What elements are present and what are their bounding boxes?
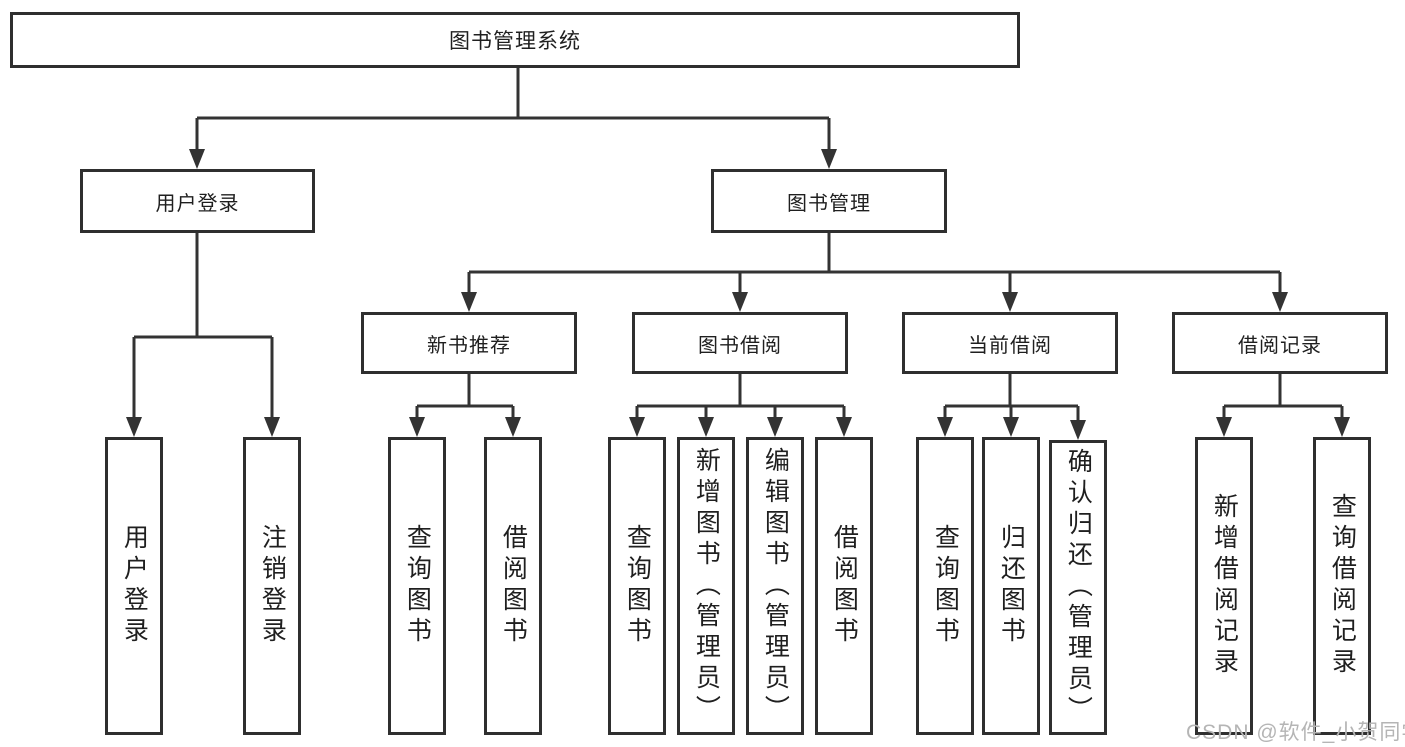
node-new-book-recommend: 新书推荐 [361, 312, 577, 374]
node-book-management: 图书管理 [711, 169, 947, 233]
leaf-current-confirm-return-admin: 确认归还（管理员） [1049, 440, 1107, 735]
leaf-current-return-books: 归还图书 [982, 437, 1040, 735]
arrowheads [126, 149, 1350, 440]
leaf-logout: 注销登录 [243, 437, 301, 735]
leaf-newbook-query-books: 查询图书 [388, 437, 446, 735]
leaf-records-add-record: 新增借阅记录 [1195, 437, 1253, 735]
csdn-watermark: CSDN @软件_小贺同学 [1186, 721, 1405, 744]
leaf-user-login: 用户登录 [105, 437, 163, 735]
leaf-borrow-add-books-admin: 新增图书（管理员） [677, 437, 735, 735]
leaf-borrow-edit-books-admin: 编辑图书（管理员） [746, 437, 804, 735]
node-book-borrow: 图书借阅 [632, 312, 848, 374]
node-current-borrow: 当前借阅 [902, 312, 1118, 374]
leaf-current-query-books: 查询图书 [916, 437, 974, 735]
leaf-newbook-borrow-books: 借阅图书 [484, 437, 542, 735]
node-user-login: 用户登录 [80, 169, 315, 233]
leaf-records-query-record: 查询借阅记录 [1313, 437, 1371, 735]
connector-spines [132, 66, 1344, 424]
leaf-borrow-query-books: 查询图书 [608, 437, 666, 735]
node-root-system: 图书管理系统 [10, 12, 1020, 68]
node-borrow-records: 借阅记录 [1172, 312, 1388, 374]
leaf-borrow-borrow-books: 借阅图书 [815, 437, 873, 735]
